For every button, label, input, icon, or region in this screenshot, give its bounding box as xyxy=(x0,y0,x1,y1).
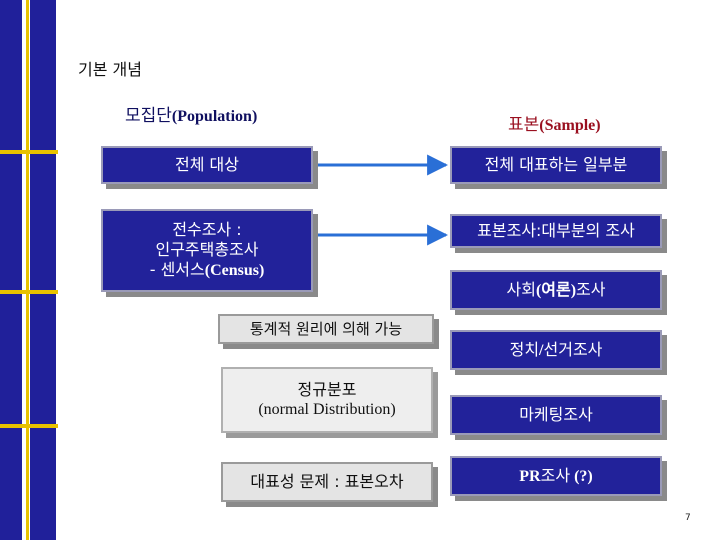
pr-survey-question: (?) xyxy=(570,467,593,485)
social-survey-paren: (여론) xyxy=(535,281,577,299)
partial-representing-box: 전체 대표하는 일부분 xyxy=(450,146,662,184)
sidebar-column-2 xyxy=(30,0,56,540)
sample-header-ko: 표본 xyxy=(508,115,540,135)
political-survey-ko1: 정치 xyxy=(509,339,540,359)
sidebar-divider-line xyxy=(26,0,29,540)
population-header-ko: 모집단 xyxy=(125,106,172,126)
population-header: 모집단(Population) xyxy=(125,101,257,126)
census-box: 전수조사 : 인구주택총조사 - 센서스(Census) xyxy=(101,209,313,292)
sample-header-en: (Sample) xyxy=(539,117,601,134)
census-line-2: 인구주택총조사 xyxy=(155,240,259,259)
representativeness-box: 대표성 문제 : 표본오차 xyxy=(221,462,433,502)
census-line-3-ko: - 센서스 xyxy=(149,260,205,279)
page-title: 기본 개념 xyxy=(78,60,142,79)
statistical-principle-box: 통계적 원리에 의해 가능 xyxy=(218,314,434,344)
partial-representing-label: 전체 대표하는 일부분 xyxy=(484,155,628,174)
whole-target-box: 전체 대상 xyxy=(101,146,313,184)
sidebar-separator xyxy=(0,150,58,154)
political-survey-box: 정치/선거조사 xyxy=(450,330,662,370)
social-survey-ko: 사회 xyxy=(506,279,536,299)
page-number: 7 xyxy=(685,513,691,523)
population-header-en: (Population) xyxy=(171,108,258,125)
census-line-1: 전수조사 : xyxy=(172,220,242,239)
whole-target-label: 전체 대상 xyxy=(175,155,239,174)
social-survey-suffix: 조사 xyxy=(576,279,606,299)
political-survey-ko2: 선거조사 xyxy=(543,339,603,359)
statistical-principle-label: 통계적 원리에 의해 가능 xyxy=(249,319,403,338)
representativeness-label: 대표성 문제 : 표본오차 xyxy=(250,472,404,491)
decorative-sidebar xyxy=(0,0,58,540)
marketing-survey-label: 마케팅조사 xyxy=(519,405,593,424)
normal-distribution-box: 정규분포 (normal Distribution) xyxy=(221,367,433,433)
pr-survey-en: PR xyxy=(519,467,541,485)
sample-survey-label: 표본조사:대부분의 조사 xyxy=(477,221,635,240)
pr-survey-box: PR조사 (?) xyxy=(450,456,662,496)
pr-survey-ko: 조사 xyxy=(540,465,571,485)
social-survey-box: 사회(여론)조사 xyxy=(450,270,662,310)
census-line-3: - 센서스(Census) xyxy=(150,260,265,281)
sidebar-column-1 xyxy=(0,0,22,540)
census-line-3-en: (Census) xyxy=(204,262,265,279)
sample-survey-box: 표본조사:대부분의 조사 xyxy=(450,214,662,248)
marketing-survey-box: 마케팅조사 xyxy=(450,395,662,435)
normal-distribution-ko: 정규분포 xyxy=(297,380,357,399)
normal-distribution-en: (normal Distribution) xyxy=(258,401,396,418)
sidebar-separator xyxy=(0,424,58,428)
sidebar-separator xyxy=(0,290,58,294)
sample-header: 표본(Sample) xyxy=(508,110,601,135)
political-survey-sep: / xyxy=(539,341,544,359)
